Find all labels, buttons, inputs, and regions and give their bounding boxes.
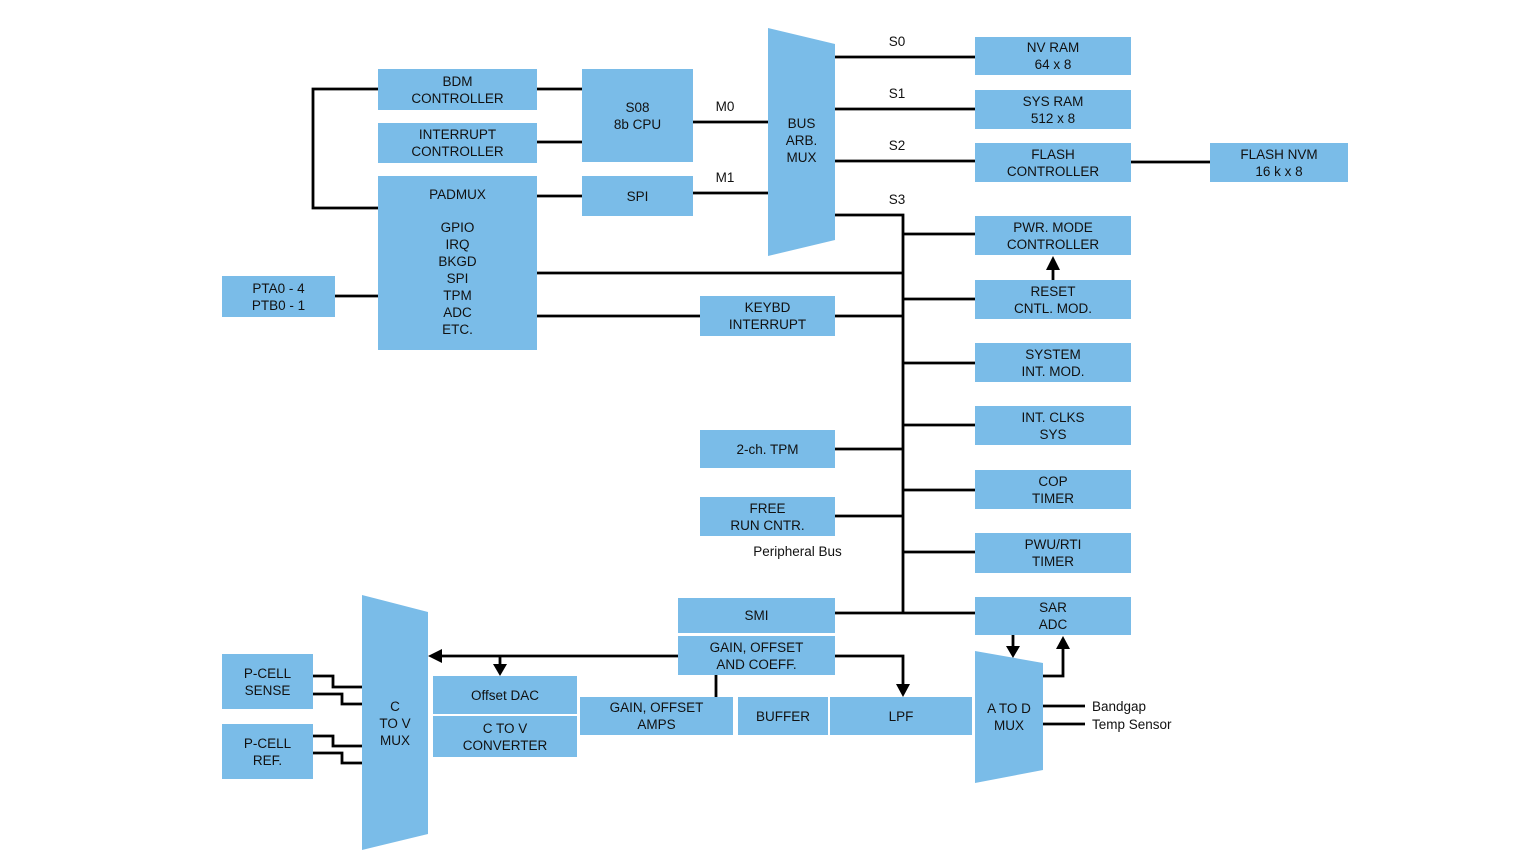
a-to-d-mux-shape <box>975 651 1043 783</box>
block-p-cell-sense: P-CELL SENSE <box>222 654 313 709</box>
block-2ch-tpm: 2-ch. TPM <box>700 430 835 468</box>
wire-label-s2: S2 <box>888 138 906 153</box>
c-to-v-mux-label: C TO V MUX <box>379 698 411 748</box>
block-system-int-mod: SYSTEM INT. MOD. <box>975 343 1131 382</box>
block-padmux: PADMUX GPIO IRQ BKGD SPI TPM ADC ETC. <box>378 176 537 350</box>
block-cop-timer: COP TIMER <box>975 470 1131 509</box>
block-p-cell-ref: P-CELL REF. <box>222 724 313 779</box>
bus-arb-mux-shape <box>768 28 835 256</box>
wire-label-s0: S0 <box>888 34 906 49</box>
block-sar-adc: SAR ADC <box>975 597 1131 635</box>
block-c-to-v-converter: C TO V CONVERTER <box>433 716 577 757</box>
block-bdm-controller: BDM CONTROLLER <box>378 69 537 110</box>
block-pwu-rti-timer: PWU/RTI TIMER <box>975 533 1131 573</box>
block-offset-dac: Offset DAC <box>433 676 577 714</box>
bus-arb-mux-label: BUS ARB. MUX <box>785 115 818 165</box>
a-to-d-mux-label: A TO D MUX <box>987 701 1031 733</box>
block-sys-ram: SYS RAM 512 x 8 <box>975 90 1131 129</box>
block-gain-offset-coeff: GAIN, OFFSET AND COEFF. <box>678 636 835 675</box>
block-free-run-cntr: FREE RUN CNTR. <box>700 497 835 536</box>
block-nv-ram: NV RAM 64 x 8 <box>975 37 1131 75</box>
padmux-title: PADMUX <box>429 187 486 202</box>
block-reset-cntl-mod: RESET CNTL. MOD. <box>975 280 1131 319</box>
block-pwr-mode-controller: PWR. MODE CONTROLLER <box>975 216 1131 255</box>
annotation-peripheral-bus: Peripheral Bus <box>753 543 842 559</box>
block-buffer: BUFFER <box>738 697 828 735</box>
block-flash-nvm: FLASH NVM 16 k x 8 <box>1210 143 1348 182</box>
block-gain-offset-amps: GAIN, OFFSET AMPS <box>580 697 733 735</box>
block-s08-cpu: S08 8b CPU <box>582 69 693 162</box>
block-lpf: LPF <box>830 697 972 735</box>
wire-label-m0: M0 <box>715 99 735 114</box>
annotation-temp-sensor: Temp Sensor <box>1092 716 1172 732</box>
block-keybd-interrupt: KEYBD INTERRUPT <box>700 296 835 336</box>
block-spi: SPI <box>582 176 693 216</box>
wire-label-m1: M1 <box>715 170 735 185</box>
annotation-bandgap: Bandgap <box>1092 698 1147 714</box>
block-pta-ptb-pins: PTA0 - 4 PTB0 - 1 <box>222 276 335 317</box>
block-interrupt-controller: INTERRUPT CONTROLLER <box>378 123 537 163</box>
c-to-v-mux-shape <box>362 595 428 850</box>
block-flash-controller: FLASH CONTROLLER <box>975 143 1131 182</box>
wire-label-s1: S1 <box>888 86 906 101</box>
padmux-signal-list: GPIO IRQ BKGD SPI TPM ADC ETC. <box>438 220 477 337</box>
block-smi: SMI <box>678 598 835 633</box>
block-int-clks-sys: INT. CLKS SYS <box>975 406 1131 445</box>
wire-label-s3: S3 <box>888 192 906 207</box>
